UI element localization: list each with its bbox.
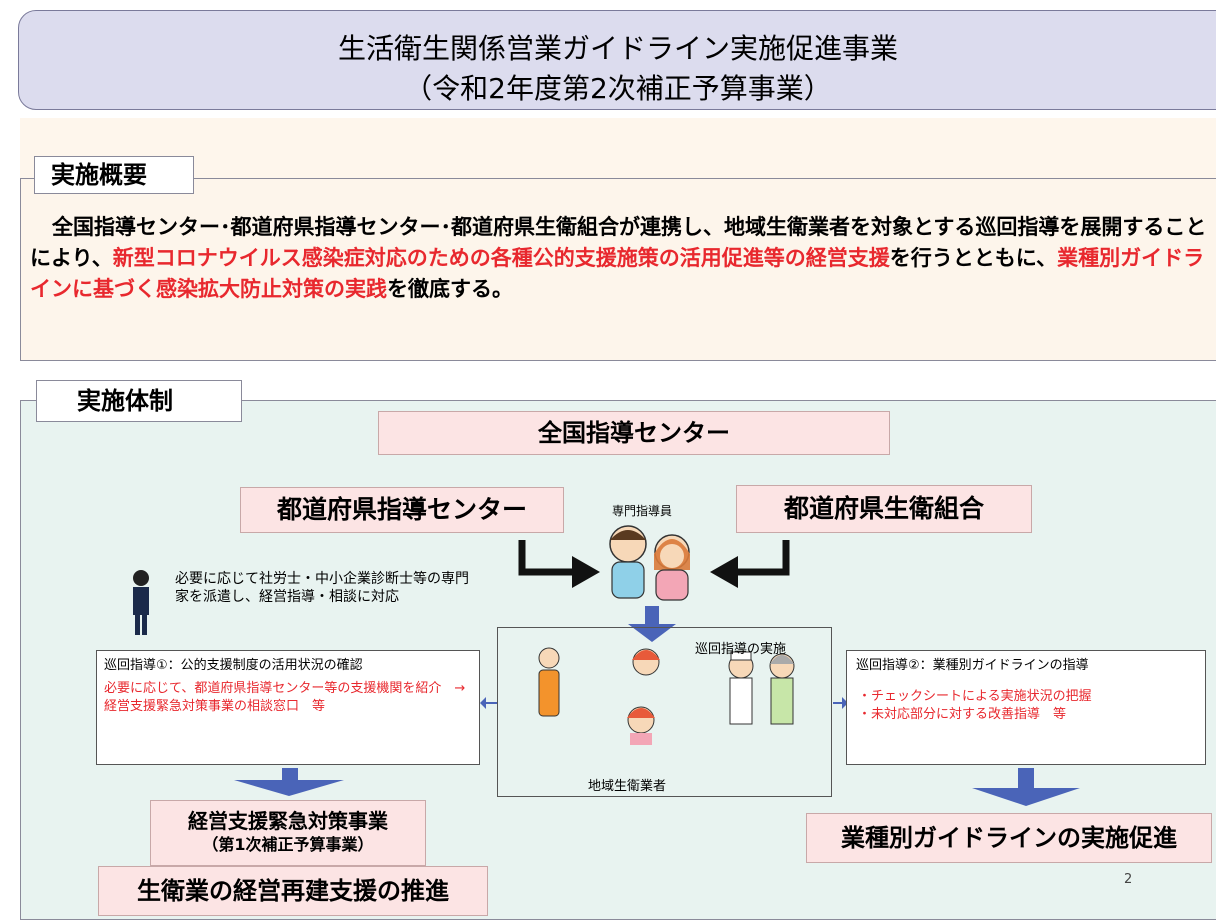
specialist-label: 専門指導員	[612, 504, 673, 518]
title-banner: 生活衛生関係営業ガイドライン実施促進事業 （令和2年度第2次補正予算事業）	[18, 10, 1216, 110]
overview-seg3: を行うとともに、	[889, 246, 1058, 270]
dispatch-text: 必要に応じて社労士・中小企業診断士等の専門家を派遣し、経営指導・相談に対応	[175, 571, 469, 605]
patrol-label: 巡回指導の実施	[695, 642, 787, 657]
prefectural-union-box: 都道府県生衛組合	[736, 485, 1032, 533]
overview-seg4: 業種別ガイドラインに基づく感染拡大防止対策の実践	[30, 246, 1205, 301]
right-arrowhead	[710, 556, 738, 588]
title-line2: （令和2年度第2次補正予算事業）	[404, 72, 832, 105]
down-arrowhead	[628, 624, 676, 642]
rebuild-support-box: 生衛業の経営再建支援の推進	[98, 866, 488, 916]
overview-seg1: 全国指導センター･都道府県指導センター･都道府県生衛組合が連携し、地域生衛業者を…	[30, 215, 1207, 270]
emergency-line1: 経営支援緊急対策事業	[188, 809, 388, 833]
overview-frame	[20, 178, 1216, 361]
left-small-head	[480, 697, 486, 709]
emergency-support-box: 経営支援緊急対策事業 （第1次補正予算事業）	[150, 800, 426, 866]
guidance2-body: ・チェックシートによる実施状況の把握 ・未対応部分に対する改善指導 等	[858, 688, 1158, 724]
guidance2-line2: ・未対応部分に対する改善指導 等	[858, 707, 1067, 722]
left-down-head	[234, 780, 344, 796]
left-arrowhead	[572, 556, 600, 588]
right-small-head	[842, 697, 848, 709]
guidance2-box	[846, 650, 1206, 765]
system-header: 実施体制	[36, 380, 242, 422]
left-down-shaft	[282, 768, 298, 780]
business-owners-label: 地域生衛業者	[588, 779, 667, 794]
emergency-line2: （第1次補正予算事業）	[202, 835, 374, 854]
page-number: 2	[1124, 872, 1133, 887]
guidance2-line1: ・チェックシートによる実施状況の把握	[858, 689, 1092, 704]
overview-seg5: を徹底する。	[387, 277, 513, 301]
guidance1-box	[96, 650, 480, 765]
business-owners-box	[497, 627, 832, 797]
overview-seg2: 新型コロナウイルス感染症対応のための各種公的支援施策の活用促進等の経営支援	[112, 246, 890, 270]
left-elbow-arrow	[518, 540, 572, 576]
guidance1-title: 巡回指導①：公的支援制度の活用状況の確認	[104, 658, 363, 673]
business-owners-icon	[538, 647, 795, 745]
specialist-people-icon	[609, 525, 690, 601]
right-down-shaft	[1018, 768, 1034, 788]
overview-header: 実施概要	[34, 156, 194, 194]
guidance2-title: 巡回指導②：業種別ガイドラインの指導	[856, 658, 1089, 673]
title-line1: 生活衛生関係営業ガイドライン実施促進事業	[337, 32, 898, 65]
consultant-person-icon	[133, 570, 149, 635]
guidance1-body: 必要に応じて、都道府県指導センター等の支援機関を紹介 →経営支援緊急対策事業の相…	[104, 681, 466, 714]
prefectural-center-box: 都道府県指導センター	[240, 487, 564, 533]
down-arrow-shaft	[645, 606, 659, 626]
national-center-box: 全国指導センター	[378, 411, 890, 455]
right-elbow-arrow	[738, 540, 790, 576]
right-down-head	[972, 788, 1080, 806]
overview-text: 全国指導センター･都道府県指導センター･都道府県生衛組合が連携し、地域生衛業者を…	[30, 212, 1216, 305]
guideline-promotion-box: 業種別ガイドラインの実施促進	[806, 813, 1212, 863]
